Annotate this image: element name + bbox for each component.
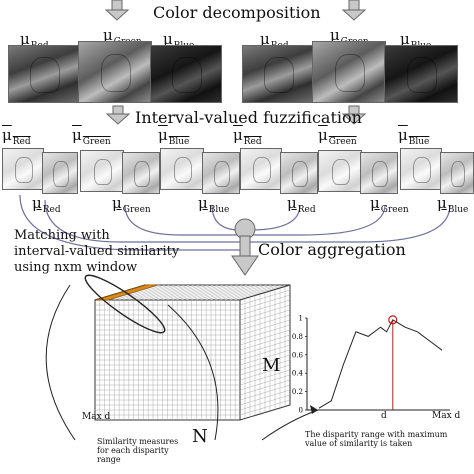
label-mu-upper-green-left: μGreen [72, 126, 111, 147]
top-arrow-right [341, 0, 367, 21]
matching-callout-ellipse [84, 274, 166, 334]
matching-label-line-2: interval-valued similarity [14, 244, 180, 259]
peak-marker [388, 315, 398, 325]
label-mu-lower-red-right: μRed [287, 194, 316, 215]
plot-label-maxd: Max d [432, 411, 461, 421]
thumbnail-lower-red-left [42, 152, 78, 194]
top-arrow-left [104, 0, 130, 21]
thumbnail-lower-green-left [122, 152, 160, 194]
label-mu-lower-green-left: μGreen [112, 194, 151, 215]
cube-label-m: M [262, 355, 281, 376]
thumbnail-green-left [78, 41, 152, 103]
matching-label-line-3: using nxm window [14, 260, 138, 275]
similarity-plot: 0 0.2 0.4 0.6 0.8 1 [292, 315, 450, 415]
plot-y-tick-label: 0 [299, 407, 303, 415]
aggregation-funnel [231, 218, 259, 276]
cube-label-maxd: Max d [82, 412, 111, 422]
arrow-to-fuzzification-right [341, 105, 367, 125]
thumbnail-blue-right [384, 45, 458, 103]
label-mu-lower-green-right: μGreen [370, 194, 409, 215]
label-mu-lower-blue-left: μBlue [198, 194, 230, 215]
thumbnail-lower-blue-right [440, 152, 474, 194]
plot-y-tick-label: 0.4 [292, 370, 304, 378]
stage-title-color-decomposition: Color decomposition [153, 3, 321, 22]
plot-label-d: d [381, 411, 387, 421]
label-mu-lower-blue-right: μBlue [437, 194, 469, 215]
callout-curve-left [45, 284, 76, 441]
label-mu-lower-red-left: μRed [32, 194, 61, 215]
thumbnail-red-left [8, 45, 80, 103]
matching-label: Matching with interval-valued similarity… [14, 228, 179, 276]
aggregation-connectors [19, 194, 451, 251]
arrow-to-fuzzification-left [105, 105, 131, 125]
label-mu-upper-blue-right: μBlue [398, 126, 430, 147]
thumbnail-lower-green-right [360, 152, 398, 194]
thumbnail-green-right [312, 41, 386, 103]
thumbnail-upper-green-right [318, 150, 362, 192]
plot-y-tick-label: 0.2 [292, 388, 303, 396]
plot-caption: The disparity range with maximum value o… [305, 430, 448, 449]
plot-y-tick-label: 0.6 [292, 351, 304, 359]
thumbnail-upper-blue-left [160, 148, 204, 190]
label-mu-upper-red-right: μRed [233, 126, 262, 147]
cube-caption: Similarity measures for each disparity r… [97, 437, 179, 465]
thumbnail-upper-red-right [240, 148, 282, 190]
cube-label-n: N [192, 426, 208, 447]
stage-title-color-aggregation: Color aggregation [258, 240, 406, 259]
plot-y-tick-label: 0.8 [292, 333, 303, 341]
thumbnail-lower-red-right [280, 152, 318, 194]
callout-curve-right [167, 304, 219, 441]
label-mu-upper-red-left: μRed [2, 126, 31, 147]
thumbnail-upper-blue-right [400, 148, 442, 190]
thumbnail-blue-left [150, 45, 222, 103]
thumbnail-upper-green-left [80, 150, 124, 192]
matching-label-line-1: Matching with [14, 228, 110, 243]
thumbnail-lower-blue-left [202, 152, 240, 194]
plot-y-tick-label: 1 [299, 315, 303, 323]
similarity-curve [318, 319, 443, 409]
label-mu-upper-green-right: μGreen [318, 126, 357, 147]
thumbnail-upper-red-left [2, 148, 44, 190]
stage-title-fuzzification: Interval-valued fuzzification [135, 108, 362, 127]
thumbnail-red-right [242, 45, 314, 103]
similarity-cube [94, 284, 291, 421]
label-mu-upper-blue-left: μBlue [158, 126, 190, 147]
